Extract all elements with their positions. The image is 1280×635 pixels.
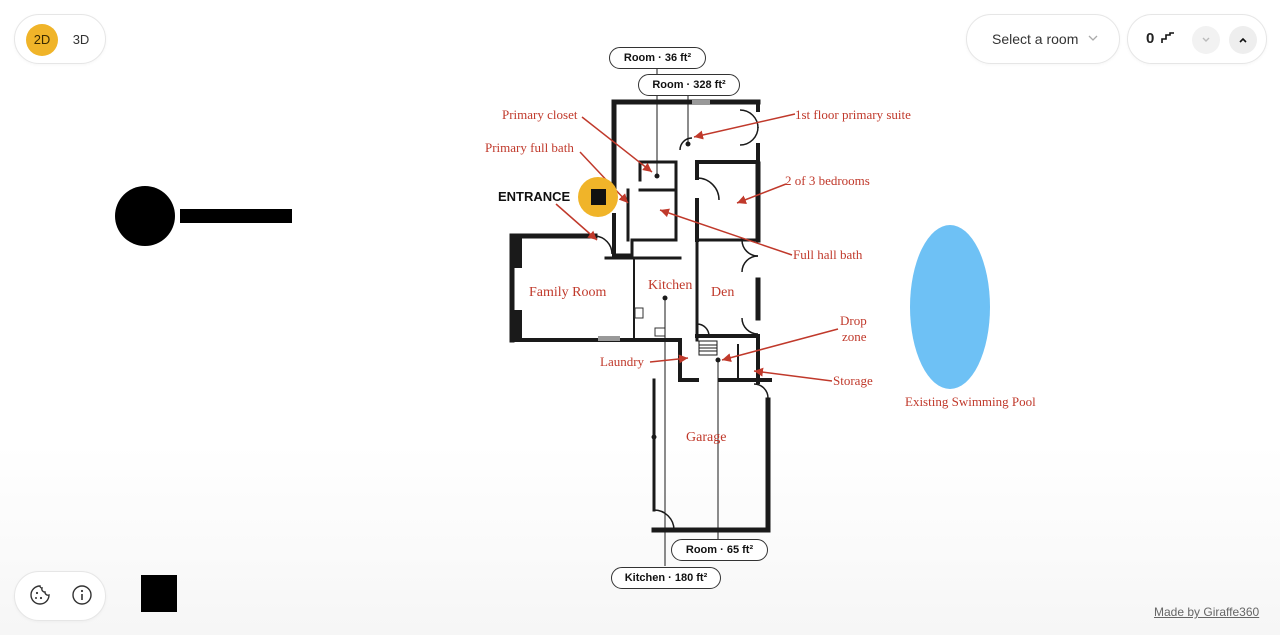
label-entrance: ENTRANCE xyxy=(498,189,571,204)
chevron-up-icon xyxy=(1239,37,1247,43)
hotspot-square-icon xyxy=(591,189,606,205)
label-pool: Existing Swimming Pool xyxy=(905,394,1036,409)
room-tag-name: Room xyxy=(623,52,656,64)
room-tag-328[interactable]: Room · 328 ft² xyxy=(638,74,740,96)
view-3d-button[interactable]: 3D xyxy=(72,32,90,47)
room-label-den: Den xyxy=(711,285,735,300)
room-label-family: Family Room xyxy=(529,285,607,300)
floor-number: 0 xyxy=(1146,30,1155,47)
room-tag-name: Kitchen xyxy=(624,572,666,584)
walls xyxy=(509,99,772,533)
floor-control: 0 xyxy=(1127,14,1267,64)
swimming-pool xyxy=(910,225,990,389)
room-select-label: Select a room xyxy=(992,31,1079,47)
label-primary-closet: Primary closet xyxy=(502,107,578,122)
label-drop-zone-line2: zone xyxy=(842,329,867,344)
view-mode-toggle: 2D 3D xyxy=(14,14,106,64)
made-by-link[interactable]: Made by Giraffe360 xyxy=(1154,605,1260,619)
label-storage: Storage xyxy=(833,373,873,388)
black-bar-marker xyxy=(180,209,292,223)
floor-up-button[interactable] xyxy=(1229,26,1257,54)
label-drop-zone-line1: Drop xyxy=(840,313,867,328)
room-tag-65[interactable]: Room · 65 ft² xyxy=(671,539,768,561)
room-tag-area: 328 ft² xyxy=(693,79,726,91)
bottom-toolbar xyxy=(14,571,106,621)
room-tag-name: Room xyxy=(685,544,718,556)
label-full-hall-bath: Full hall bath xyxy=(793,247,863,262)
room-label-garage: Garage xyxy=(686,430,727,445)
cookie-icon[interactable] xyxy=(29,584,51,606)
stairs-icon xyxy=(1161,32,1174,43)
black-circle-marker xyxy=(115,186,175,246)
room-tag-36[interactable]: Room · 36 ft² xyxy=(609,47,706,69)
room-label-kitchen: Kitchen xyxy=(648,278,693,293)
floor-down-button[interactable] xyxy=(1192,26,1220,54)
label-laundry: Laundry xyxy=(600,354,645,369)
entrance-hotspot[interactable] xyxy=(578,177,618,217)
view-2d-button[interactable]: 2D xyxy=(26,24,58,56)
room-tag-area: 65 ft² xyxy=(726,544,754,556)
label-bedrooms: 2 of 3 bedrooms xyxy=(785,173,870,188)
label-primary-full-bath: Primary full bath xyxy=(485,140,574,155)
room-tag-name: Room xyxy=(652,79,684,91)
black-square-marker xyxy=(141,575,177,612)
room-tag-kitchen[interactable]: Kitchen · 180 ft² xyxy=(611,567,721,589)
chevron-down-icon xyxy=(1088,35,1098,41)
room-select-dropdown[interactable]: Select a room xyxy=(966,14,1120,64)
room-tag-area: 180 ft² xyxy=(674,572,708,584)
chevron-down-icon xyxy=(1202,37,1210,42)
room-tag-area: 36 ft² xyxy=(664,52,692,64)
info-icon[interactable] xyxy=(71,584,93,606)
label-primary-suite: 1st floor primary suite xyxy=(795,107,911,122)
